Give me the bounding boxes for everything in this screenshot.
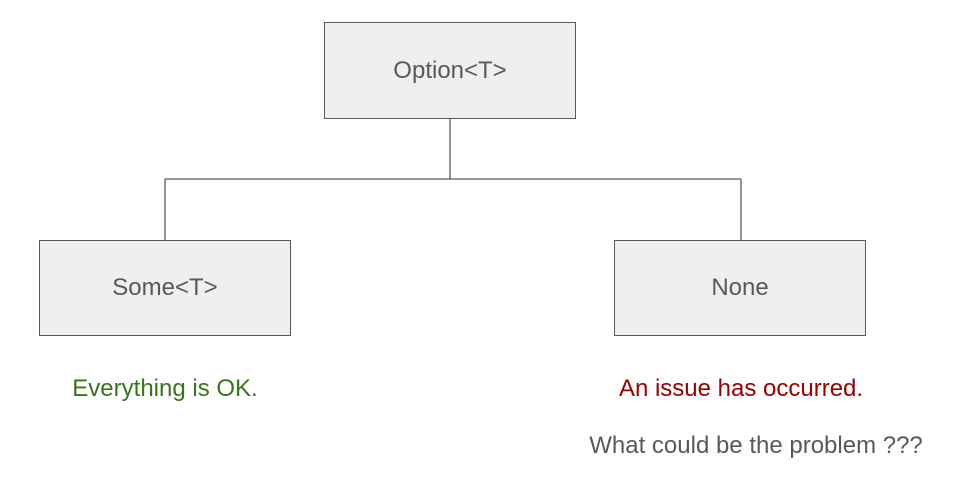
some-node-label: Some<T> bbox=[112, 274, 218, 301]
none-note-text: An issue has occurred. bbox=[618, 375, 864, 402]
none-node-label: None bbox=[711, 274, 769, 301]
some-note-text: Everything is OK. bbox=[72, 375, 258, 402]
option-node-label: Option<T> bbox=[393, 56, 507, 84]
question-text: What could be the problem ??? bbox=[589, 432, 923, 459]
option-node: Option<T> bbox=[324, 22, 576, 119]
some-node: Some<T> bbox=[39, 240, 291, 336]
none-node: None bbox=[614, 240, 866, 336]
